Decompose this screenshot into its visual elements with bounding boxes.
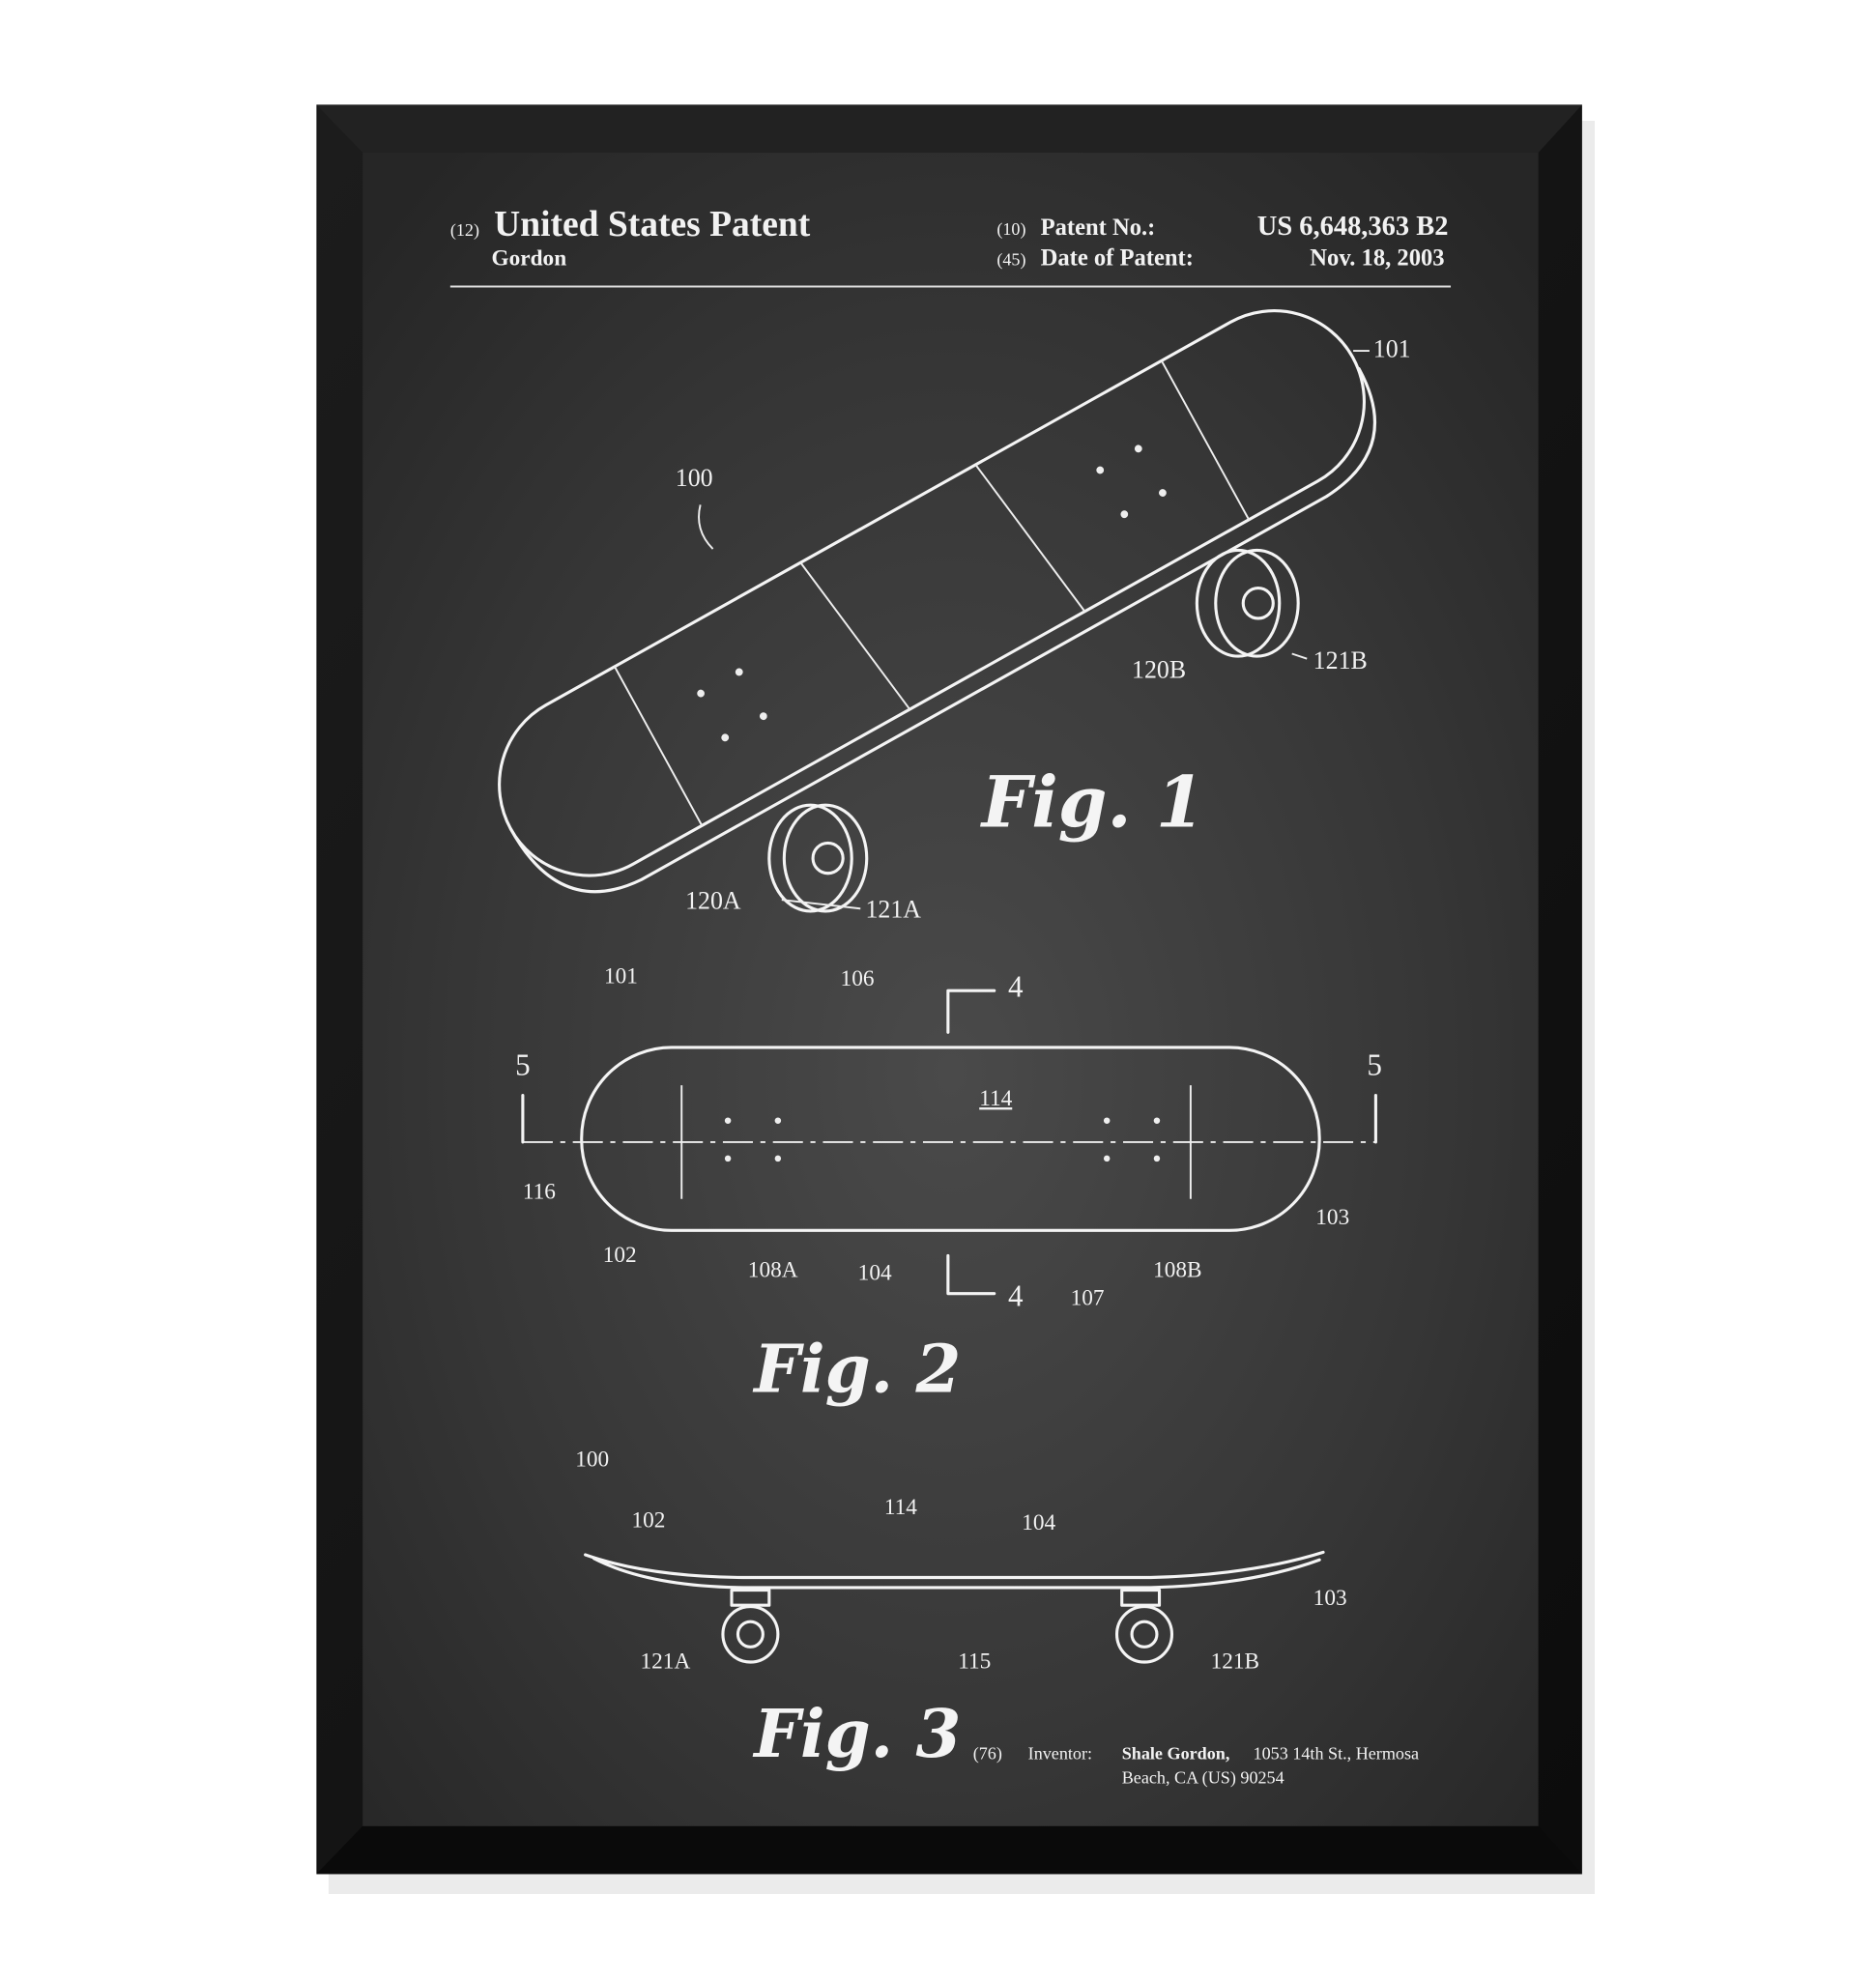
ref-label: 102 <box>631 1507 665 1533</box>
patent-no-label: Patent No.: <box>1041 215 1156 241</box>
ref-label: 108B <box>1153 1258 1201 1283</box>
ref-label: 104 <box>858 1260 892 1285</box>
ref-label: 101 <box>604 963 638 989</box>
ref-label: 121A <box>641 1649 691 1674</box>
section-label: 5 <box>515 1048 531 1082</box>
inventor-address: 1053 14th St., Hermosa <box>1254 1743 1419 1763</box>
section-label: 4 <box>1008 970 1024 1004</box>
figure-3: 100 102 114 104 103 121A 115 121B Fig. 3 <box>575 1447 1346 1772</box>
ref-label: 121A <box>865 895 921 923</box>
section-label: 5 <box>1367 1048 1382 1082</box>
section-label: 4 <box>1008 1279 1024 1313</box>
wheel-121a <box>767 803 869 913</box>
inventor-label: Inventor: <box>1028 1743 1092 1763</box>
ref-label: 100 <box>575 1447 609 1472</box>
ref-label: 103 <box>1315 1205 1349 1230</box>
ref-label: 115 <box>958 1649 991 1674</box>
patent-no: US 6,648,363 B2 <box>1257 212 1449 242</box>
ref-label: 106 <box>841 966 875 991</box>
inventor-short: Gordon <box>492 245 567 271</box>
inventor-name: Shale Gordon, <box>1122 1743 1230 1763</box>
inventor-code: (76) <box>973 1743 1002 1764</box>
patent-header: (12) United States Patent Gordon (10) Pa… <box>450 204 1452 288</box>
figure-2: 101 106 4 5 5 114 116 102 108A 104 4 107… <box>515 963 1382 1407</box>
ref-label: 107 <box>1071 1285 1105 1310</box>
ref-label: 102 <box>603 1243 637 1268</box>
ref-label: 101 <box>1373 334 1411 362</box>
figure-caption: Fig. 2 <box>752 1331 961 1407</box>
figure-caption: Fig. 3 <box>752 1696 961 1772</box>
figure-caption: Fig. 1 <box>980 761 1204 844</box>
code-12: (12) <box>450 220 479 241</box>
ref-label: 108A <box>748 1258 798 1283</box>
patent-date: Nov. 18, 2003 <box>1310 244 1444 271</box>
ref-label: 120A <box>685 886 741 914</box>
wheel-121b <box>1114 1604 1174 1664</box>
code-10: (10) <box>996 219 1025 240</box>
ref-label: 121B <box>1313 646 1368 674</box>
deck-plan <box>580 1046 1321 1232</box>
ref-label: 116 <box>523 1180 556 1205</box>
ref-label: 114 <box>979 1086 1012 1111</box>
wheel-121b <box>1195 548 1300 658</box>
code-45: (45) <box>996 249 1025 270</box>
ref-label: 100 <box>676 464 713 492</box>
date-label: Date of Patent: <box>1041 244 1194 271</box>
ref-label: 114 <box>884 1495 917 1520</box>
ref-label: 120B <box>1132 655 1186 683</box>
patent-title: United States Patent <box>494 204 811 244</box>
ref-label: 104 <box>1022 1510 1055 1535</box>
inventor-address: Beach, CA (US) 90254 <box>1122 1767 1284 1788</box>
inventor-block: (76) Inventor: Shale Gordon, 1053 14th S… <box>973 1743 1419 1788</box>
ref-label: 103 <box>1313 1586 1347 1611</box>
wheel-121a <box>721 1604 780 1664</box>
figure-1: 100 101 120B 121B 120A 121A Fig. 1 <box>498 309 1411 923</box>
ref-label: 121B <box>1211 1649 1259 1674</box>
